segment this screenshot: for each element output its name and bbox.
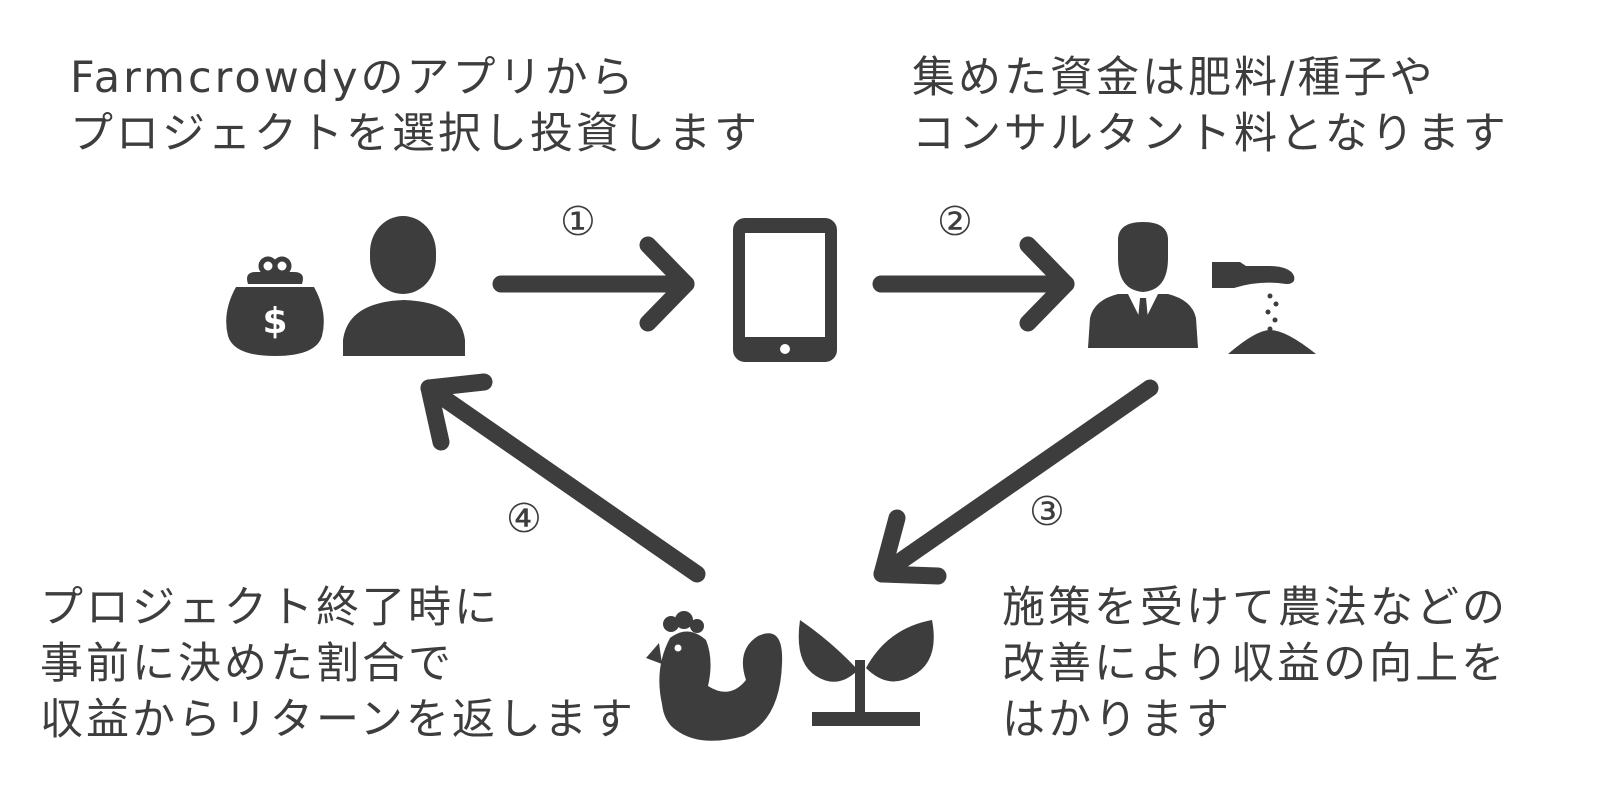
step-3-label: ③ xyxy=(1029,489,1065,535)
return-description-line-1: プロジェクト終了時に xyxy=(40,583,500,633)
sprout-icon xyxy=(798,620,934,726)
return-description: プロジェクト終了時に 事前に決めた割合で 収益からリターンを返します xyxy=(40,580,636,748)
arrow-farmer-to-farm xyxy=(873,379,1159,585)
farming-description-line-2: 改善により収益の向上を xyxy=(1002,639,1508,689)
arrow-investor-to-app xyxy=(492,236,695,332)
farming-description-line-1: 施策を受けて農法などの xyxy=(1002,583,1508,633)
person-icon xyxy=(343,216,465,356)
seeding-hand-icon xyxy=(1212,262,1316,354)
chicken-icon xyxy=(646,611,783,741)
funds-description-line-2: コンサルタント料となります xyxy=(912,109,1509,159)
return-description-line-2: 事前に決めた割合で xyxy=(40,639,454,689)
money-purse-icon: $ xyxy=(226,256,324,356)
businessman-icon xyxy=(1088,222,1198,348)
investor-description-line-1: Farmcrowdyのアプリから xyxy=(70,53,637,103)
return-description-line-3: 収益からリターンを返します xyxy=(40,695,636,745)
tablet-icon xyxy=(733,218,837,362)
funds-description-line-1: 集めた資金は肥料/種子や xyxy=(912,53,1436,103)
arrow-app-to-farmer xyxy=(872,236,1075,332)
arrow-farm-to-investor xyxy=(420,373,706,583)
investor-description: Farmcrowdyのアプリから プロジェクトを選択し投資します xyxy=(70,50,760,162)
farming-description: 施策を受けて農法などの 改善により収益の向上を はかります xyxy=(1002,580,1508,748)
step-1-label: ① xyxy=(560,199,596,245)
funds-description: 集めた資金は肥料/種子や コンサルタント料となります xyxy=(912,50,1509,162)
dollar-sign-icon: $ xyxy=(262,301,287,342)
farming-description-line-3: はかります xyxy=(1002,695,1232,745)
investor-description-line-2: プロジェクトを選択し投資します xyxy=(70,109,760,159)
step-4-label: ④ xyxy=(506,496,542,542)
step-2-label: ② xyxy=(937,199,973,245)
